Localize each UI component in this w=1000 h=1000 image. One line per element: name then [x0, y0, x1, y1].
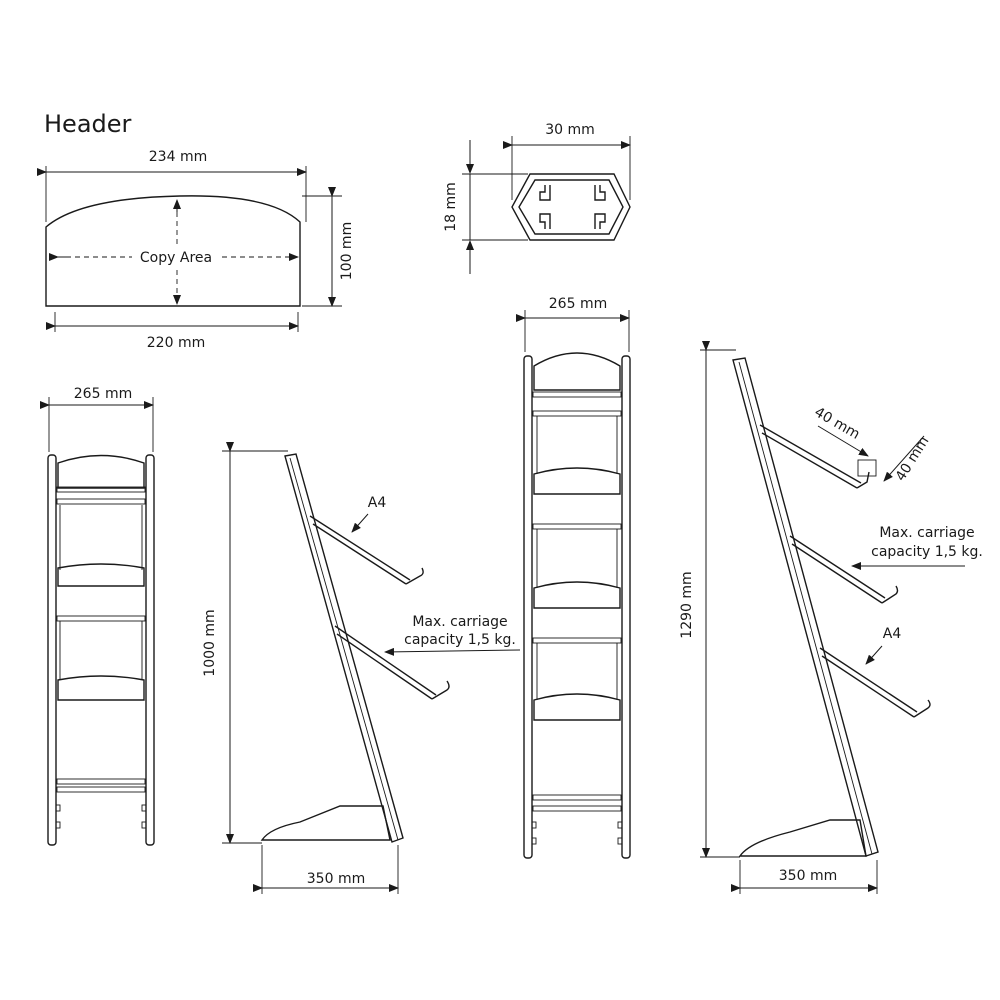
header-panel-outline [45, 195, 301, 307]
dimension-label-large-depth: 350 mm [779, 868, 837, 884]
shelf-dimension-b: 40 mm [893, 434, 933, 484]
large-stand-front-view: 265 mm [516, 296, 631, 859]
capacity-label-large-line1: Max. carriage [879, 525, 974, 541]
dimension-label-1290: 1290 mm [679, 571, 695, 638]
capacity-label-large-line2: capacity 1,5 kg. [871, 544, 983, 560]
small-stand-side-view: 1000 mm 350 mm A4 Max. carriage capacity… [202, 442, 521, 894]
small-stand-front-view: 265 mm [40, 386, 155, 846]
copy-area-label: Copy Area [140, 250, 212, 266]
capacity-label-small-line1: Max. carriage [412, 614, 507, 630]
dimension-label-large-width: 265 mm [549, 296, 607, 312]
dimension-label-1000: 1000 mm [202, 609, 218, 676]
profile-section-drawing: 30 mm 18 mm [443, 122, 631, 274]
header-title: Header [44, 110, 132, 138]
dimension-label-100: 100 mm [339, 222, 355, 280]
dimension-label-234: 234 mm [149, 149, 207, 165]
capacity-label-small-line2: capacity 1,5 kg. [404, 632, 516, 648]
large-stand-side-view: 40 mm 40 mm Max. carriage capacity 1,5 k… [679, 341, 983, 894]
profile-outline [511, 173, 631, 241]
header-panel-drawing: 234 mm 100 mm 220 mm Copy Area [37, 149, 355, 351]
dimension-label-18: 18 mm [443, 182, 459, 232]
dimension-label-220: 220 mm [147, 335, 205, 351]
dimension-label-30: 30 mm [545, 122, 595, 138]
dimension-label-small-width: 265 mm [74, 386, 132, 402]
paper-size-label-large: A4 [883, 626, 902, 642]
dimension-label-small-depth: 350 mm [307, 871, 365, 887]
paper-size-label-small: A4 [368, 495, 387, 511]
